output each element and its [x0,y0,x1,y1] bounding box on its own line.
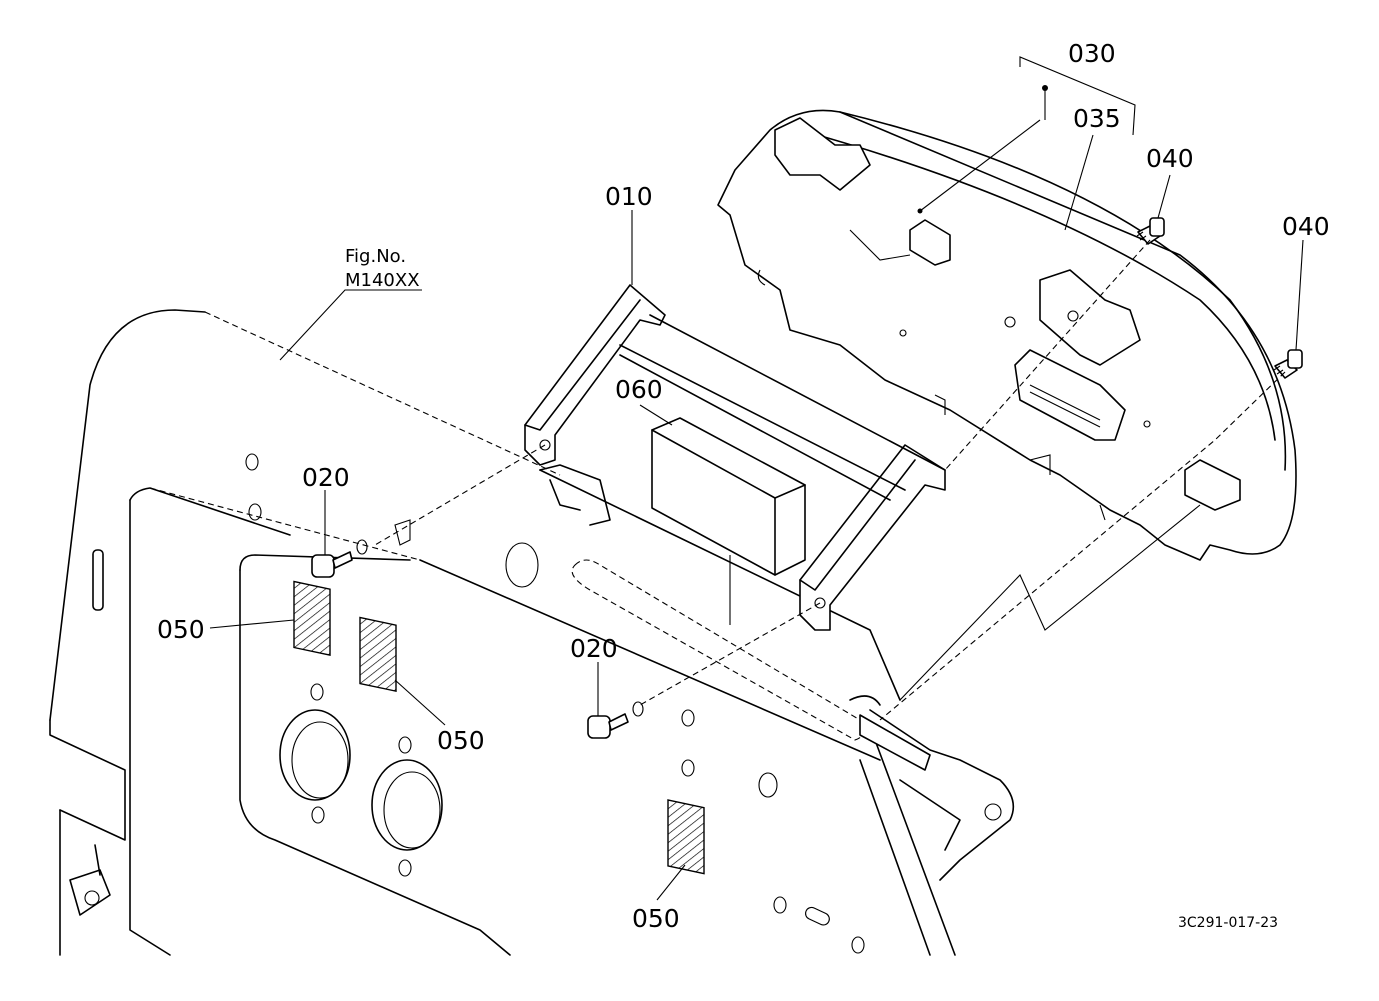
part-label-020-b: 020 [570,634,618,663]
part-label-010: 010 [605,182,653,211]
pad-050-a [293,580,331,656]
pad-050-b [359,616,397,693]
drawing-code: 3C291-017-23 [1178,915,1278,931]
screw-040-a [1136,217,1165,245]
part-label-040-b: 040 [1282,212,1330,241]
part-label-020-a: 020 [302,463,350,492]
screw-040-b [1273,349,1303,379]
foam-block-060 [651,417,806,625]
explode-lines [374,239,1286,721]
bracket-010 [524,284,946,631]
part-label-050-a: 050 [157,615,205,644]
panel-housing [49,309,1015,956]
part-label-050-b: 050 [437,726,485,755]
part-label-030: 030 [1068,39,1116,68]
screw-020-b [587,701,644,739]
meter-assembly-030 [717,109,1297,561]
pad-050-c [667,799,705,875]
part-label-060: 060 [615,375,663,404]
fig-no-label: Fig.No. [345,246,406,267]
screw-020-a [311,519,411,578]
fig-no-value: M140XX [345,270,420,291]
part-label-050-c: 050 [632,904,680,933]
part-label-040-a: 040 [1146,144,1194,173]
part-label-035: 035 [1073,104,1121,133]
leader-lines [209,56,1304,901]
